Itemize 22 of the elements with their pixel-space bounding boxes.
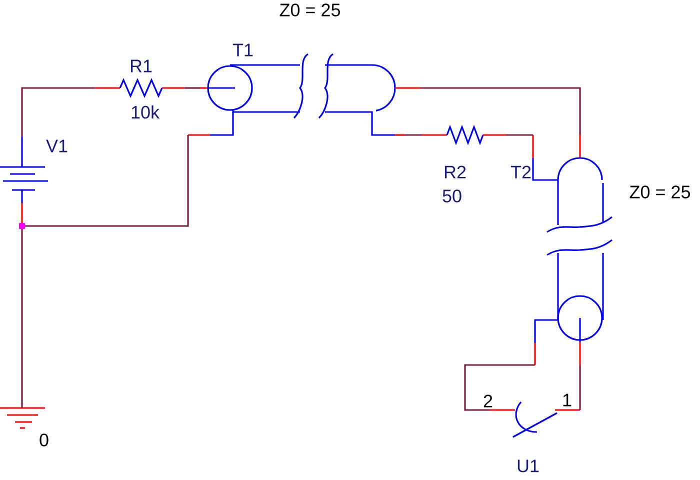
- wire: [21, 226, 23, 408]
- value-label: 10k: [132, 105, 160, 119]
- wire: [185, 87, 200, 89]
- wire: [21, 87, 95, 137]
- value-label: 50: [442, 190, 462, 202]
- component-label: T1: [232, 44, 253, 56]
- node-label: 0: [40, 434, 48, 446]
- wire: [506, 134, 533, 136]
- wire: [420, 87, 581, 135]
- component-label: U1: [518, 460, 539, 472]
- component-label: T2: [510, 166, 531, 178]
- component-label: R2: [444, 166, 466, 178]
- component-label: V1: [46, 140, 68, 152]
- component-label: R1: [130, 60, 152, 72]
- pin-number: 2: [484, 394, 492, 408]
- wire: [22, 135, 189, 227]
- impedance-label: Z0 = 25: [280, 4, 340, 16]
- pin-number: 1: [563, 394, 572, 406]
- impedance-label: Z0 = 25: [630, 186, 690, 198]
- wire: [405, 134, 422, 136]
- wire: [579, 365, 581, 410]
- wire: [464, 364, 535, 411]
